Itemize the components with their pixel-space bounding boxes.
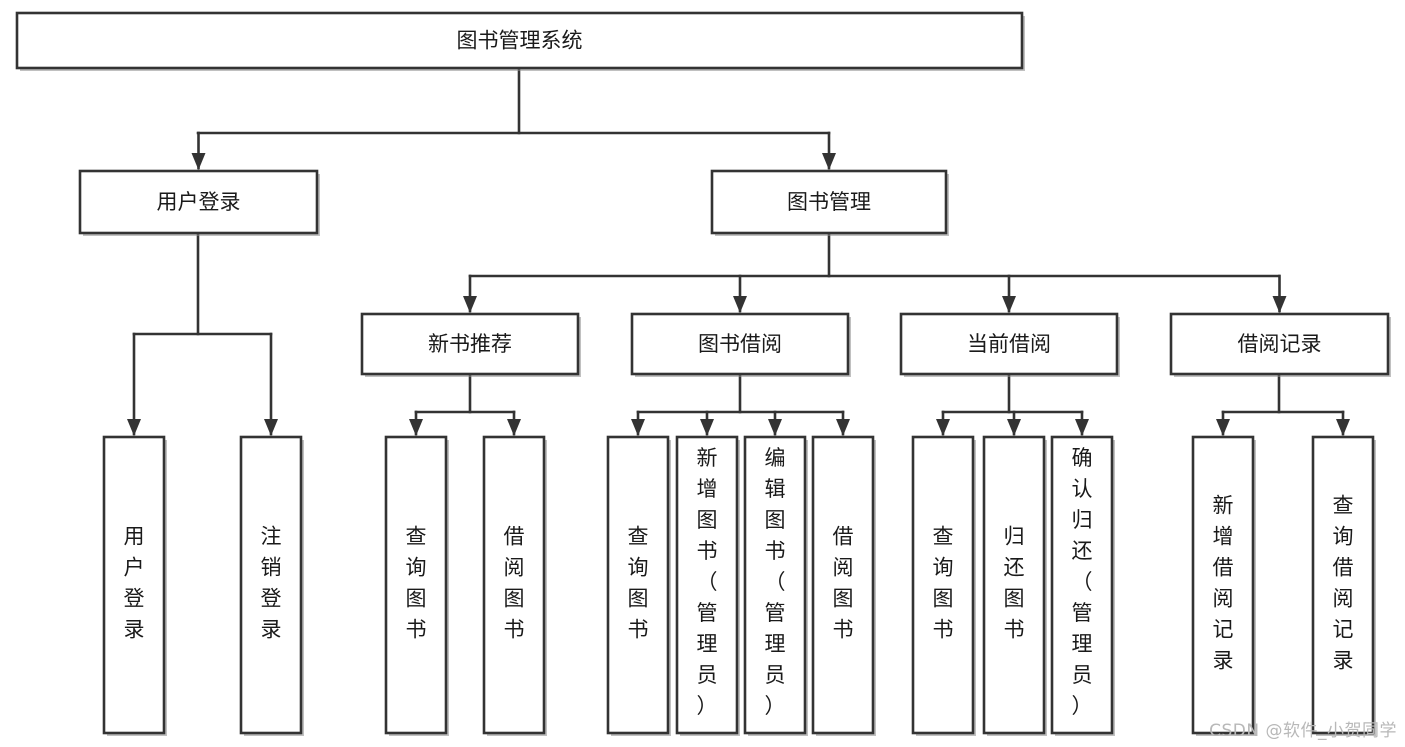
node-box[interactable] [1311,435,1375,735]
node-box[interactable] [811,435,875,735]
node-box[interactable] [606,435,670,735]
node-box[interactable] [710,169,948,235]
node-box[interactable] [78,169,319,235]
node-label: 当前借阅 [967,332,1051,356]
node-box[interactable] [102,435,166,735]
node-box[interactable] [1169,312,1390,376]
node-leaf-edit-book[interactable]: 编辑图书（管理员） [743,435,808,736]
arrow-head-icon [700,419,714,436]
node-label: 借阅图书 [833,525,854,642]
node-box[interactable] [899,312,1119,376]
node-book-borrow[interactable]: 图书借阅 [630,312,851,377]
arrow-head-icon [822,153,836,170]
node-leaf-query-book-current[interactable]: 查询图书 [911,435,976,736]
node-label: 图书管理系统 [457,29,583,53]
node-box[interactable] [482,435,546,735]
arrow-head-icon [1075,419,1089,436]
arrow-head-icon [768,419,782,436]
arrow-head-icon [264,419,278,436]
arrow-head-icon [409,419,423,436]
node-label: 查询图书 [933,525,954,642]
node-label: 新书推荐 [428,332,512,356]
node-leaf-query-borrow-record[interactable]: 查询借阅记录 [1311,435,1376,736]
node-leaf-user-login[interactable]: 用户登录 [102,435,167,736]
arrow-head-icon [507,419,521,436]
arrow-head-icon [1002,296,1016,313]
node-label: 归还图书 [1004,525,1025,642]
node-leaf-query-book-borrow[interactable]: 查询图书 [606,435,671,736]
node-leaf-confirm-return[interactable]: 确认归还（管理员） [1050,435,1115,736]
node-leaf-return-book[interactable]: 归还图书 [982,435,1047,736]
node-leaf-add-borrow-record[interactable]: 新增借阅记录 [1191,435,1256,736]
node-book-management[interactable]: 图书管理 [710,169,949,236]
node-label: 确认归还（管理员） [1072,446,1093,718]
node-label: 图书管理 [787,190,871,214]
node-layer: 图书管理系统用户登录图书管理新书推荐图书借阅当前借阅借阅记录用户登录注销登录查询… [15,11,1391,736]
arrow-head-icon [1007,419,1021,436]
node-label: 新增图书（管理员） [697,446,718,718]
arrow-head-icon [1272,296,1287,313]
node-current-borrow[interactable]: 当前借阅 [899,312,1120,377]
node-label: 新增借阅记录 [1213,494,1234,673]
arrow-head-icon [1336,419,1350,436]
node-leaf-query-book-new[interactable]: 查询图书 [384,435,449,736]
node-box[interactable] [675,435,739,735]
node-label: 查询图书 [406,525,427,642]
node-label: 用户登录 [124,525,145,642]
arrow-head-icon [1216,419,1230,436]
arrow-head-icon [191,153,206,170]
node-label: 图书借阅 [698,332,782,356]
arrow-head-icon [127,419,141,436]
node-leaf-borrow-book-new[interactable]: 借阅图书 [482,435,547,736]
csdn-watermark: CSDN @软件_小贺同学 [1209,721,1397,741]
arrow-head-icon [836,419,850,436]
node-box[interactable] [1050,435,1114,735]
node-label: 注销登录 [261,525,282,642]
connector-layer [127,66,1350,436]
node-leaf-logout[interactable]: 注销登录 [239,435,304,736]
arrow-head-icon [733,296,747,313]
node-box[interactable] [15,11,1024,70]
node-box[interactable] [911,435,975,735]
node-label: 查询图书 [628,525,649,642]
node-label: 借阅图书 [504,525,525,642]
node-box[interactable] [630,312,850,376]
node-leaf-borrow-book[interactable]: 借阅图书 [811,435,876,736]
node-box[interactable] [384,435,448,735]
node-label: 查询借阅记录 [1333,494,1354,673]
node-leaf-add-book[interactable]: 新增图书（管理员） [675,435,740,736]
node-new-book-recommend[interactable]: 新书推荐 [360,312,581,377]
node-label: 用户登录 [157,190,241,214]
node-label: 编辑图书（管理员） [765,446,786,718]
arrow-head-icon [936,419,950,436]
node-borrow-record[interactable]: 借阅记录 [1169,312,1391,377]
node-box[interactable] [982,435,1046,735]
node-box[interactable] [239,435,303,735]
node-box[interactable] [743,435,807,735]
arrow-head-icon [463,296,477,313]
node-box[interactable] [1191,435,1255,735]
node-user-login[interactable]: 用户登录 [78,169,320,236]
node-root[interactable]: 图书管理系统 [15,11,1025,71]
arrow-head-icon [631,419,645,436]
node-box[interactable] [360,312,580,376]
node-label: 借阅记录 [1238,332,1322,356]
